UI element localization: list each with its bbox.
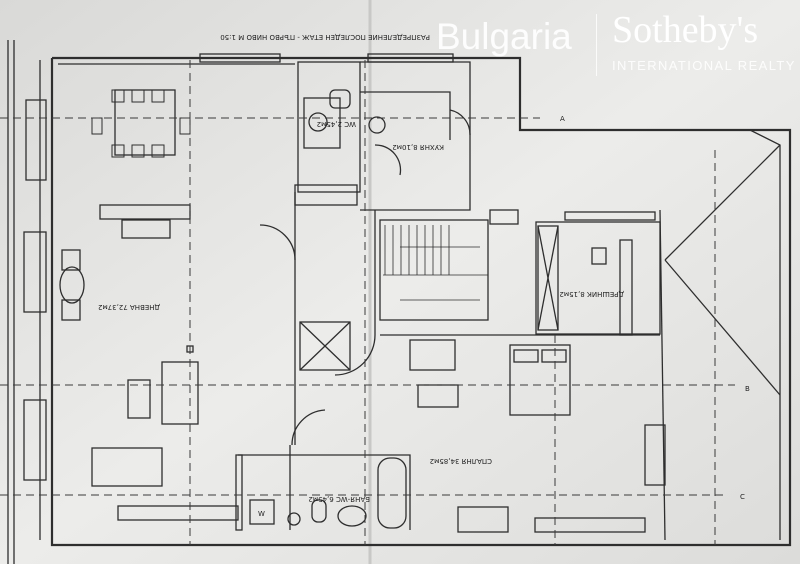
watermark-realty: INTERNATIONAL REALTY	[612, 58, 796, 73]
axis-lines	[0, 60, 735, 545]
room-label-bathroom: БАНЯ-WC 6,45м2	[308, 495, 370, 503]
room-label-living: ДНЕВНА 72,37м2	[98, 303, 160, 311]
room-label-closet: ДРЕШНИК 8,15м2	[559, 290, 624, 298]
axis-label-b: B	[745, 385, 750, 393]
room-label-wc: WC 2,45м2	[317, 120, 356, 128]
room-labels: РАЗПРЕДЕЛЕНИЕ ПОСЛЕДЕН ЕТАЖ - ПЪРВО НИВО…	[98, 33, 750, 518]
room-label-bedroom: СПАЛНЯ 34,85м2	[430, 457, 492, 465]
room-label-kitchen: КУХНЯ 8,10м2	[392, 143, 444, 151]
axis-label-a: A	[560, 115, 565, 123]
watermark-bulgaria: Bulgaria	[436, 16, 572, 57]
plan-title: РАЗПРЕДЕЛЕНИЕ ПОСЛЕДЕН ЕТАЖ - ПЪРВО НИВО…	[220, 33, 430, 41]
axis-label-c: C	[740, 493, 745, 501]
fixture-w-label: W	[258, 510, 265, 518]
walls	[7, 40, 792, 564]
watermark-sothebys: Sotheby's	[612, 9, 759, 51]
watermark-divider	[596, 14, 597, 76]
